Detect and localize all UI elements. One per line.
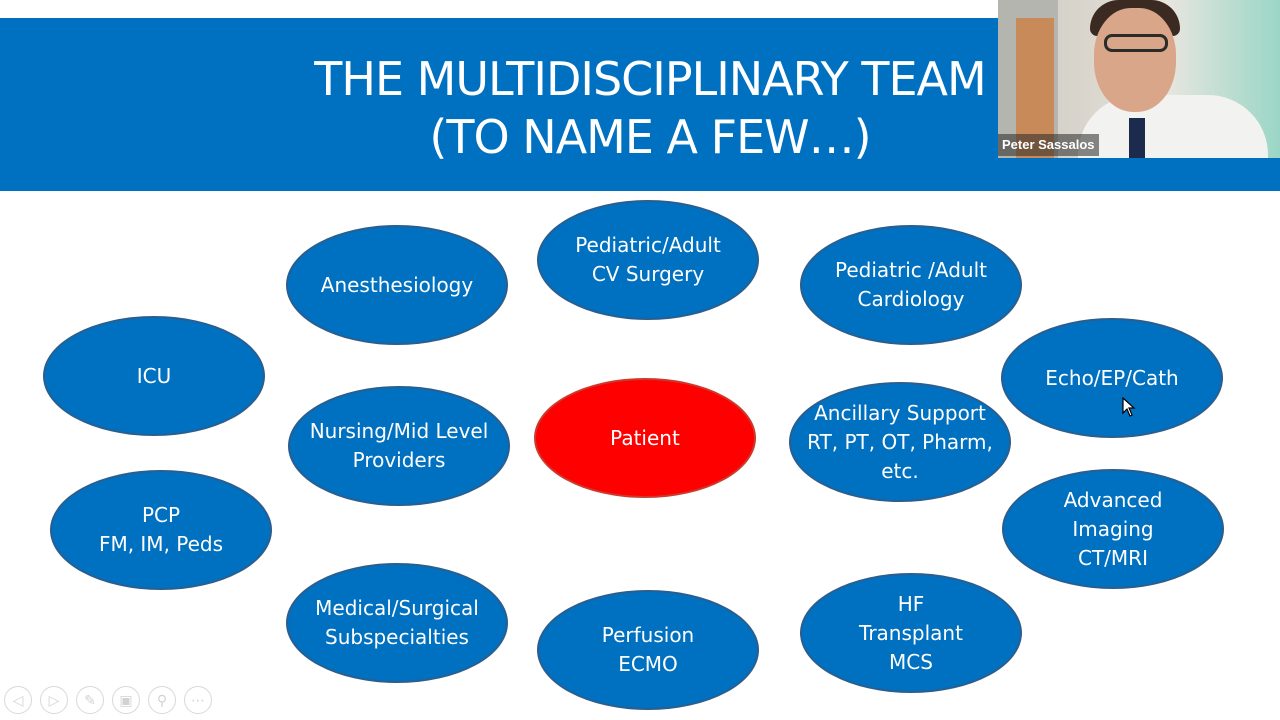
participant-tie	[1129, 118, 1145, 158]
node-anesthesiology: Anesthesiology	[286, 225, 508, 345]
participant-video-tile[interactable]: Peter Sassalos	[998, 0, 1280, 158]
node-label: ICU	[136, 363, 172, 388]
next-icon: ▷	[48, 691, 60, 708]
node-ancillary-support: Ancillary Support RT, PT, OT, Pharm, etc…	[789, 382, 1011, 502]
node-subspecialties: Medical/Surgical Subspecialties	[286, 563, 508, 683]
node-pcp: PCP FM, IM, Peds	[50, 470, 272, 590]
next-slide-button[interactable]: ▷	[40, 686, 68, 714]
zoom-icon: ⚲	[156, 691, 168, 708]
previous-icon: ◁	[12, 691, 24, 708]
node-perfusion: Perfusion ECMO	[537, 590, 759, 710]
node-hf-transplant: HF Transplant MCS	[800, 573, 1022, 693]
node-label: HF Transplant MCS	[859, 591, 963, 674]
node-label: PCP FM, IM, Peds	[98, 503, 224, 556]
previous-slide-button[interactable]: ◁	[4, 686, 32, 714]
node-label: Anesthesiology	[320, 272, 474, 297]
node-label: Advanced Imaging CT/MRI	[1063, 487, 1163, 570]
node-label: Nursing/Mid Level Providers	[309, 419, 489, 472]
node-label: Pediatric/Adult CV Surgery	[575, 233, 721, 286]
participant-name-label: Peter Sassalos	[998, 134, 1099, 156]
node-cardiology: Pediatric /Adult Cardiology	[800, 225, 1022, 345]
participant-shirt	[1078, 95, 1268, 158]
pen-button[interactable]: ✎	[76, 686, 104, 714]
node-label: Pediatric /Adult Cardiology	[835, 258, 987, 311]
node-echo-ep-cath: Echo/EP/Cath	[1001, 318, 1223, 438]
participant-glasses	[1104, 34, 1168, 52]
node-advanced-imaging: Advanced Imaging CT/MRI	[1002, 469, 1224, 589]
slide-title-line-1: THE MULTIDISCIPLINARY TEAM	[314, 52, 986, 106]
node-nursing: Nursing/Mid Level Providers	[288, 386, 510, 506]
more-options-button[interactable]: ⋯	[184, 686, 212, 714]
node-icu: ICU	[43, 316, 265, 436]
more-icon: ⋯	[191, 691, 205, 708]
see-all-slides-button[interactable]: ▣	[112, 686, 140, 714]
node-label: Medical/Surgical Subspecialties	[315, 596, 479, 649]
slide-title: THE MULTIDISCIPLINARY TEAM (TO NAME A FE…	[240, 50, 1060, 166]
slideshow-toolbar: ◁ ▷ ✎ ▣ ⚲ ⋯	[4, 686, 212, 716]
node-label: Ancillary Support RT, PT, OT, Pharm, etc…	[807, 400, 993, 483]
node-label: Perfusion ECMO	[601, 623, 695, 676]
mouse-cursor-icon	[1122, 397, 1136, 417]
node-label: Echo/EP/Cath	[1045, 365, 1179, 390]
node-patient: Patient	[534, 378, 756, 498]
slides-icon: ▣	[119, 691, 133, 708]
pen-icon: ✎	[84, 691, 96, 708]
zoom-button[interactable]: ⚲	[148, 686, 176, 714]
slide-title-line-2: (TO NAME A FEW…)	[429, 110, 871, 164]
node-label: Patient	[610, 425, 680, 450]
participant-face	[1094, 8, 1176, 112]
node-cv-surgery: Pediatric/Adult CV Surgery	[537, 200, 759, 320]
